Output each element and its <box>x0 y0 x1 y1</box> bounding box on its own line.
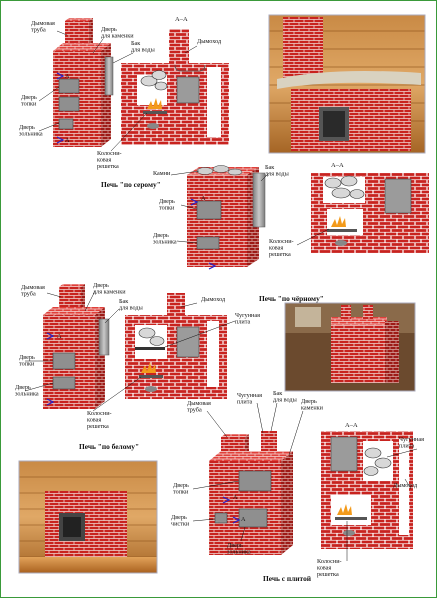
stove2-title: Печь "по чёрному" <box>259 294 324 303</box>
stove3-labels-flue-label: Дымоход <box>201 296 226 303</box>
photo-brick-stove-3 <box>18 460 158 574</box>
stove1-section-title: А–А <box>175 16 188 23</box>
stove1-title: Печь "по серому" <box>101 180 161 189</box>
stove3-section <box>125 293 227 399</box>
stove1-perspective: А А <box>53 18 114 147</box>
stove3-section-mark-top: А <box>57 333 62 340</box>
photo-brick-stove-2 <box>284 302 416 392</box>
stove2-section-mark-top: А <box>201 195 206 202</box>
stove4-section-mark-bottom: А <box>241 516 246 523</box>
leader-lines <box>24 30 418 561</box>
stove3-title: Печь "по белому" <box>79 442 139 451</box>
stove1-section-mark-bottom: А <box>65 137 70 144</box>
stove4-section: А–А <box>321 422 413 549</box>
stove2-perspective: А <box>187 165 266 270</box>
stove4-labels-flue-label: Дымоход <box>393 482 418 489</box>
stove2-section: А–А <box>311 162 429 253</box>
stove4-title: Печь с плитой <box>263 574 312 583</box>
stove2-section-title: А–А <box>331 162 344 169</box>
stove1-section: А–А <box>121 16 229 145</box>
stove4-perspective: А А <box>209 431 293 555</box>
stove1-section-mark-top: А <box>65 73 70 80</box>
stove1-labels-flue-label: Дымоход <box>197 38 222 45</box>
stove4-section-mark-top: А <box>233 494 238 501</box>
stove4-section-title: А–А <box>345 422 358 429</box>
photo-brick-stove-1 <box>268 14 426 154</box>
stove3-perspective: А <box>43 284 110 409</box>
stove2-labels-stones-label: Камни <box>153 170 171 177</box>
